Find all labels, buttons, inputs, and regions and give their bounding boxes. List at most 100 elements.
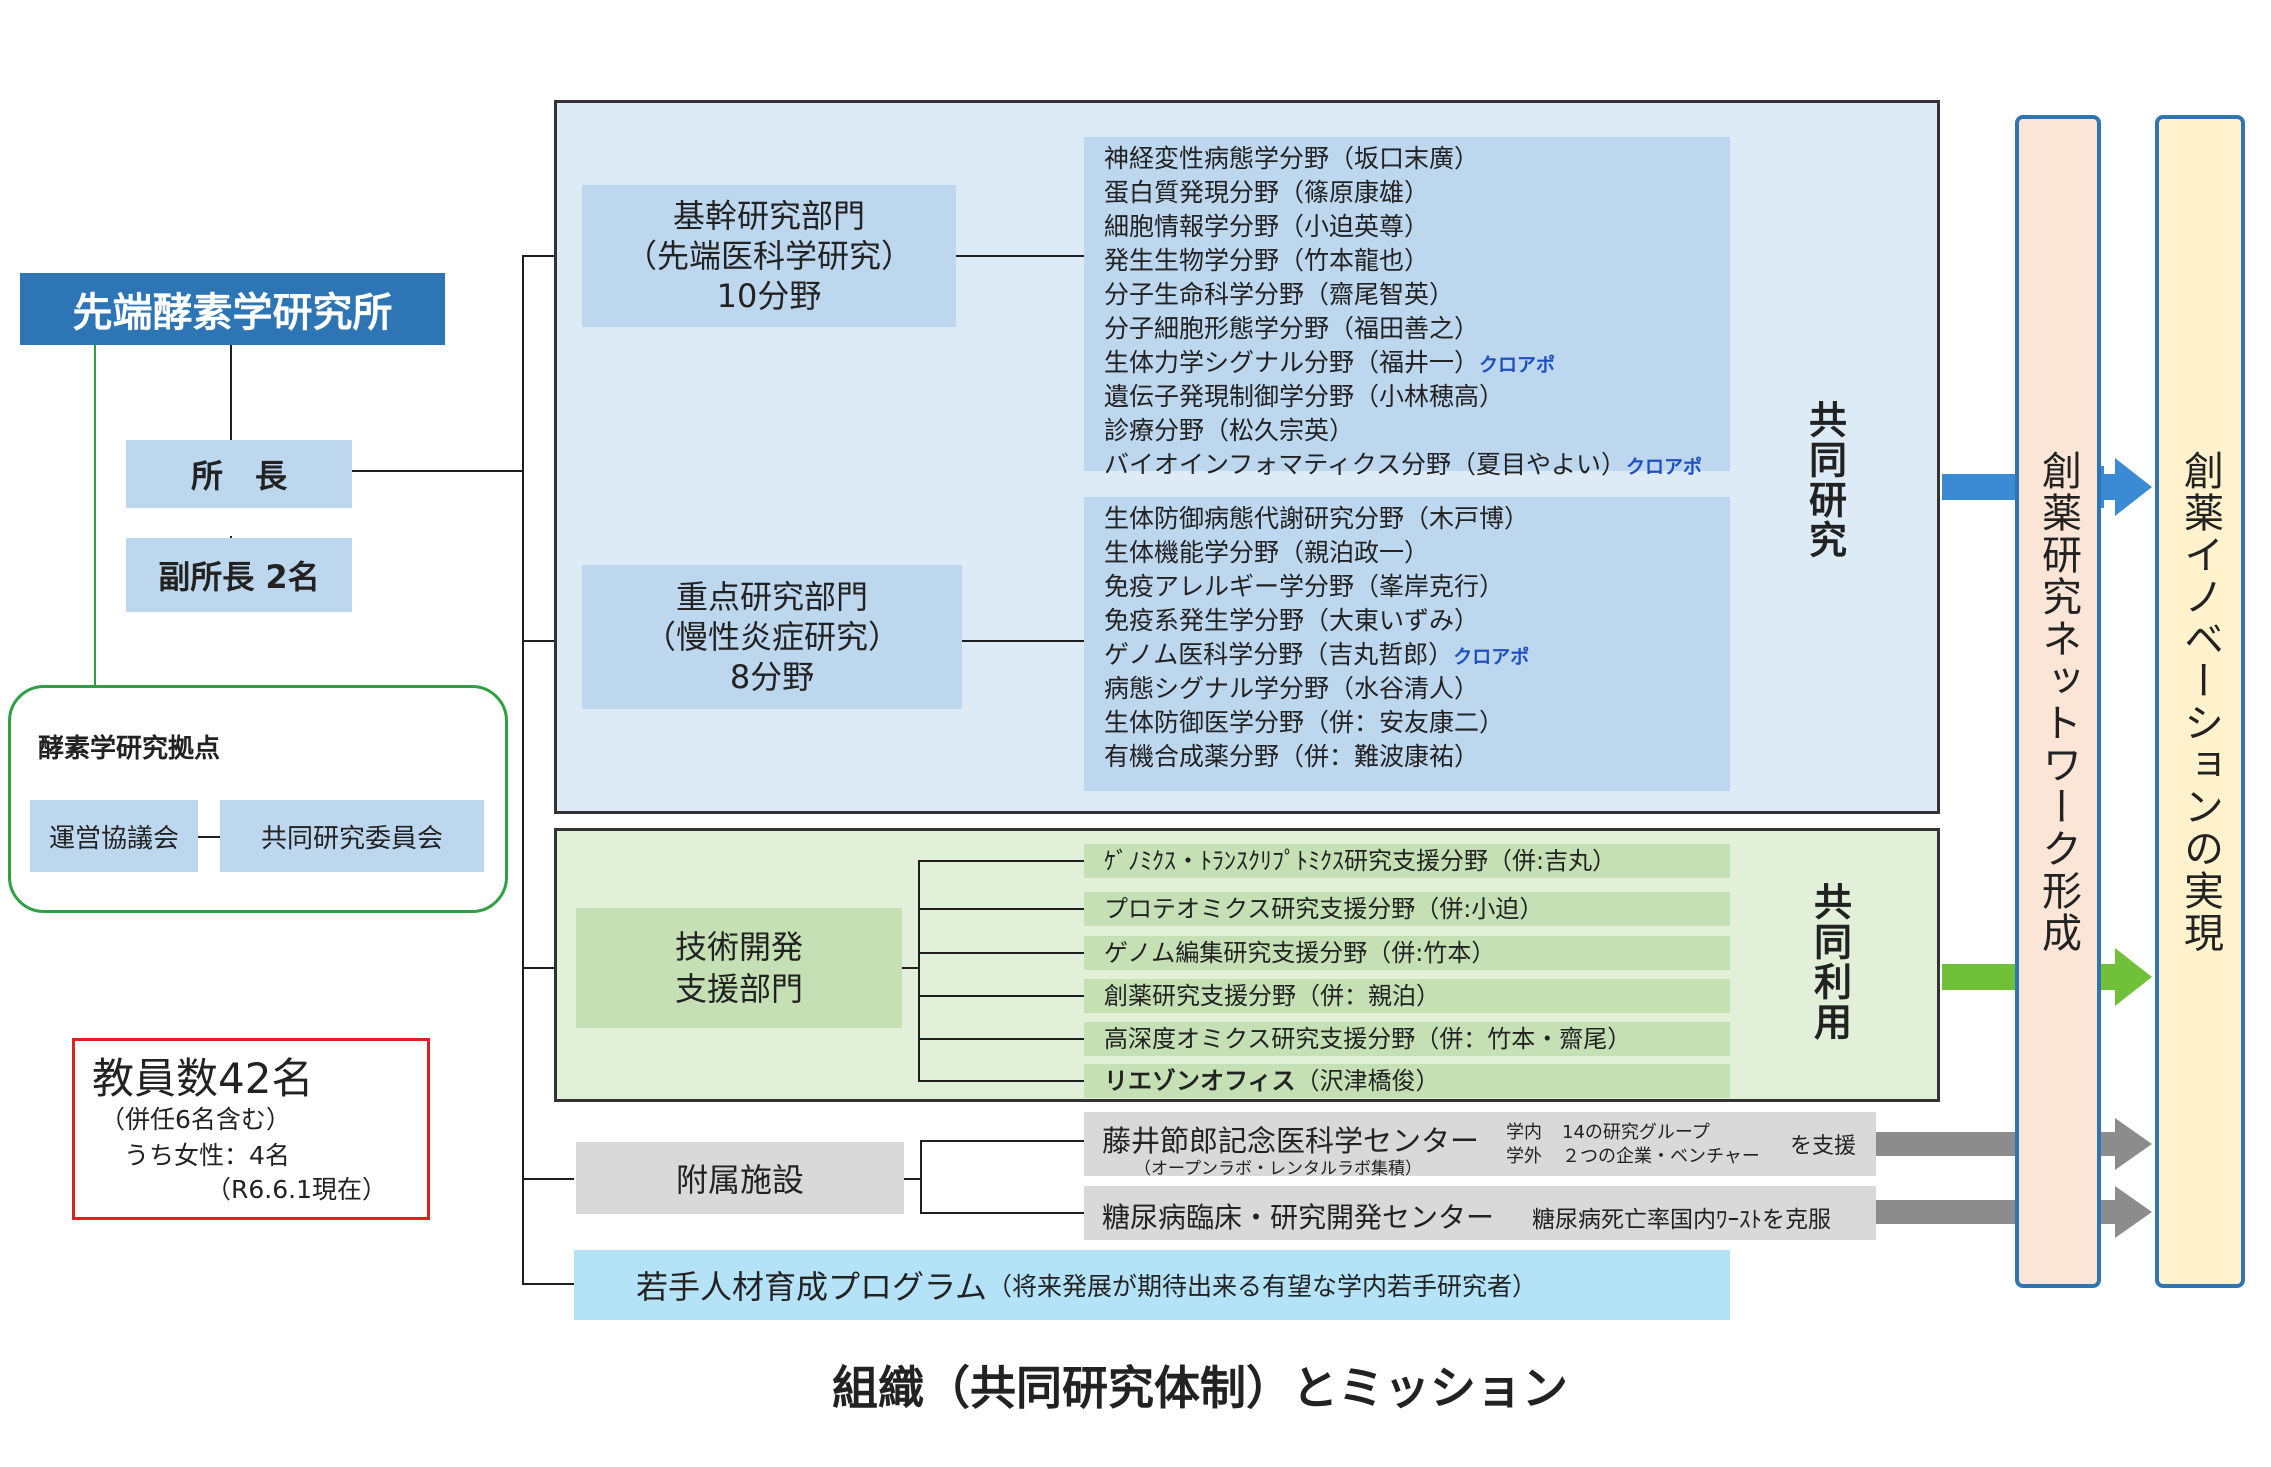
connector-line bbox=[522, 1283, 574, 1285]
kikan-division: 基幹研究部門 （先端医科学研究） 10分野 bbox=[582, 185, 956, 327]
arrow-blue-body-2 bbox=[2101, 474, 2117, 500]
arrow-gray-tip-2 bbox=[2115, 1186, 2152, 1238]
tech-name-1: 技術開発 bbox=[674, 928, 803, 966]
base-title: 酵素学研究拠点 bbox=[38, 734, 221, 764]
arrow-gray-body-1 bbox=[1876, 1132, 2015, 1156]
institute-title: 先端酵素学研究所 bbox=[20, 273, 445, 345]
connector-line bbox=[918, 1038, 1084, 1040]
connector-line bbox=[918, 995, 1084, 997]
kikan-sub: （先端医科学研究） bbox=[624, 237, 913, 275]
tech-field: プロテオミクス研究支援分野（併:小迫） bbox=[1084, 892, 1730, 926]
arrow-blue-head bbox=[2101, 466, 2104, 508]
connector-line bbox=[902, 967, 918, 969]
list-item: 分子細胞形態学分野（福田善之） bbox=[1104, 314, 1480, 343]
tech-field: リエゾンオフィス（沢津橋俊） bbox=[1084, 1064, 1730, 1098]
connector-line bbox=[522, 967, 580, 969]
arrow-green-body bbox=[1942, 964, 2015, 990]
committee-management: 運営協議会 bbox=[30, 800, 198, 872]
connector-line bbox=[962, 640, 1084, 642]
vice-director-box: 副所長 2名 bbox=[126, 538, 352, 612]
young-program-note: （将来発展が期待出来る有望な学内若手研究者） bbox=[987, 1272, 1538, 1301]
young-program: 若手人材育成プログラム （将来発展が期待出来る有望な学内若手研究者） bbox=[574, 1250, 1730, 1320]
tech-name-2: 支援部門 bbox=[674, 970, 803, 1008]
juten-sub: （慢性炎症研究） bbox=[643, 618, 900, 656]
list-item: 生体防御医学分野（併：安友康二） bbox=[1104, 708, 1505, 737]
faculty-count: 教員数42名 bbox=[92, 1054, 314, 1103]
list-item: 発生生物学分野（竹本龍也） bbox=[1104, 246, 1430, 275]
list-item: 免疫系発生学分野（大東いずみ） bbox=[1104, 606, 1480, 635]
faculty-note: （併任6名含む） bbox=[100, 1105, 291, 1134]
base-box bbox=[8, 685, 508, 913]
committee-joint-research: 共同研究委員会 bbox=[220, 800, 484, 872]
kikan-field-list: 神経変性病態学分野（坂口末廣） 蛋白質発現分野（篠原康雄） 細胞情報学分野（小迫… bbox=[1084, 137, 1730, 479]
list-item: 神経変性病態学分野（坂口末廣） bbox=[1104, 144, 1480, 173]
diabetes-center: 糖尿病臨床・研究開発センター 糖尿病死亡率国内ﾜｰｽﾄを克服 bbox=[1084, 1186, 1876, 1240]
innovation-column: 創薬イノベーションの実現 bbox=[2155, 115, 2245, 1288]
arrow-blue-tip bbox=[2115, 458, 2152, 516]
faculty-box bbox=[72, 1038, 430, 1220]
list-item: 生体防御病態代謝研究分野（木戸博） bbox=[1104, 504, 1530, 533]
connector-line bbox=[522, 1178, 574, 1180]
tech-field: 高深度オミクス研究支援分野（併：竹本・齋尾） bbox=[1084, 1022, 1730, 1056]
connector-line bbox=[956, 255, 1084, 257]
connector-line bbox=[918, 952, 1084, 954]
fujii-in-label: 学内 bbox=[1506, 1122, 1542, 1143]
tech-field: 創薬研究支援分野（併：親泊） bbox=[1084, 979, 1730, 1013]
list-item: 病態シグナル学分野（水谷清人） bbox=[1104, 674, 1480, 703]
list-item: 免疫アレルギー学分野（峯岸克行） bbox=[1104, 572, 1505, 601]
list-item: 生体力学シグナル分野（福井一）クロアポ bbox=[1104, 348, 1556, 377]
liaison-office: リエゾンオフィス bbox=[1104, 1067, 1296, 1095]
list-item: 診療分野（松久宗英） bbox=[1104, 416, 1355, 445]
network-label: 創薬研究ネットワーク形成 bbox=[2035, 449, 2081, 954]
connector-line bbox=[94, 345, 96, 685]
fujii-center-name: 藤井節郎記念医科学センター bbox=[1102, 1124, 1480, 1158]
trunk-line bbox=[522, 255, 524, 1285]
joint-research-label: 共同研究 bbox=[1802, 400, 1847, 560]
juten-name: 重点研究部門 bbox=[675, 578, 868, 616]
tech-division: 技術開発 支援部門 bbox=[576, 908, 902, 1028]
connector-line bbox=[352, 470, 524, 472]
arrow-green-body-2 bbox=[2101, 964, 2117, 990]
connector-line bbox=[198, 836, 220, 838]
connector-line bbox=[920, 1212, 1084, 1214]
fujii-support: を支援 bbox=[1790, 1134, 1857, 1159]
diagram-caption: 組織（共同研究体制）とミッション bbox=[832, 1361, 1568, 1415]
connector-line bbox=[918, 860, 1084, 862]
list-item: ゲノム医科学分野（吉丸哲郎）クロアポ bbox=[1104, 640, 1530, 669]
connector-line bbox=[522, 640, 580, 642]
fujii-in-text: 14の研究グループ bbox=[1562, 1122, 1710, 1143]
juten-field-list: 生体防御病態代謝研究分野（木戸博） 生体機能学分野（親泊政一） 免疫アレルギー学… bbox=[1084, 497, 1730, 791]
kikan-count: 10分野 bbox=[716, 277, 822, 315]
list-item: 遺伝子発現制御学分野（小林穂高） bbox=[1104, 382, 1505, 411]
arrow-gray-tip-1 bbox=[2115, 1118, 2152, 1170]
director-box: 所 長 bbox=[126, 440, 352, 508]
arrow-blue-body bbox=[1942, 474, 2015, 500]
innovation-label: 創薬イノベーションの実現 bbox=[2177, 449, 2223, 954]
young-program-name: 若手人材育成プログラム bbox=[636, 1268, 988, 1306]
fujii-center: 藤井節郎記念医科学センター （オープンラボ・レンタルラボ集積） 学内 14の研究… bbox=[1084, 1112, 1876, 1179]
juten-division: 重点研究部門 （慢性炎症研究） 8分野 bbox=[582, 565, 962, 709]
faculty-date: （R6.6.1現在） bbox=[206, 1175, 387, 1204]
arrow-gray-body-2 bbox=[1876, 1200, 2015, 1224]
connector-line bbox=[918, 908, 1084, 910]
diabetes-center-note: 糖尿病死亡率国内ﾜｰｽﾄを克服 bbox=[1532, 1207, 1831, 1233]
network-column: 創薬研究ネットワーク形成 bbox=[2015, 115, 2101, 1288]
facility-box: 附属施設 bbox=[576, 1142, 904, 1214]
connector-line bbox=[920, 1140, 1084, 1142]
arrow-gray-body-2b bbox=[2101, 1200, 2117, 1224]
connector-line bbox=[522, 255, 580, 257]
connector-line bbox=[918, 1080, 1084, 1082]
list-item: バイオインフォマティクス分野（夏目やよい）クロアポ bbox=[1104, 450, 1703, 479]
connector-line bbox=[904, 1178, 922, 1180]
tech-field: ｹﾞﾉﾐｸｽ・ﾄﾗﾝｽｸﾘﾌﾟﾄﾐｸｽ研究支援分野（併:吉丸） bbox=[1084, 844, 1730, 878]
list-item: 有機合成薬分野（併：難波康祐） bbox=[1104, 742, 1480, 771]
list-item: 分子生命科学分野（齋尾智英） bbox=[1104, 280, 1455, 309]
connector-line bbox=[230, 345, 232, 440]
fujii-out-text: ２つの企業・ベンチャー bbox=[1562, 1146, 1760, 1167]
fujii-out-label: 学外 bbox=[1506, 1146, 1542, 1167]
arrow-green-tip bbox=[2115, 948, 2152, 1006]
list-item: 細胞情報学分野（小迫英尊） bbox=[1104, 212, 1430, 241]
list-item: 生体機能学分野（親泊政一） bbox=[1104, 538, 1430, 567]
arrow-gray-body-1b bbox=[2101, 1132, 2117, 1156]
